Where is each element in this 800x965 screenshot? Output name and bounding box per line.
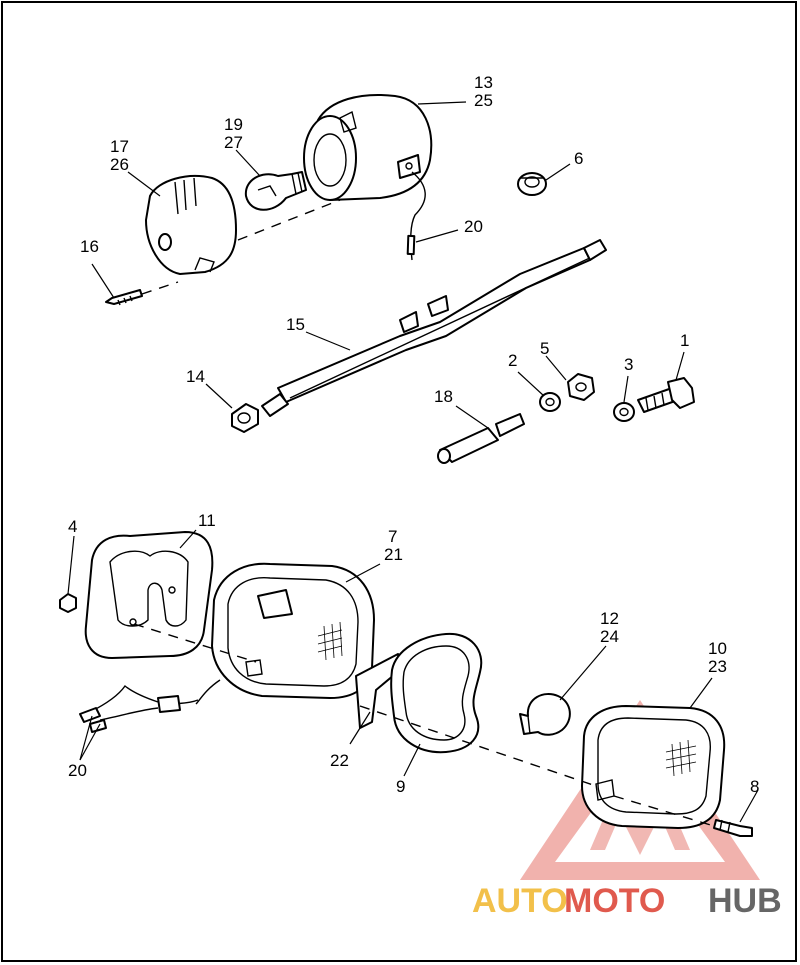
callout-19: 19 xyxy=(224,115,243,134)
wire-harness-20-lower xyxy=(79,679,221,733)
lamp-bracket-17 xyxy=(145,175,237,275)
alignment-line-upper-2 xyxy=(237,199,341,241)
callout-1: 1 xyxy=(680,331,689,350)
taillight-housing-7 xyxy=(211,562,375,699)
callout-27: 27 xyxy=(224,133,243,152)
callout-26: 26 xyxy=(110,155,129,174)
callout-3: 3 xyxy=(624,355,633,374)
alignment-line-lower-1 xyxy=(133,623,257,663)
callout-2: 2 xyxy=(508,351,517,370)
callout-24: 24 xyxy=(600,627,619,646)
callout-numbers: 13 25 19 27 17 26 6 20 16 15 1 5 2 3 14 … xyxy=(68,73,759,796)
callout-6: 6 xyxy=(574,149,583,168)
callout-20-upper: 20 xyxy=(464,217,483,236)
callout-18: 18 xyxy=(434,387,453,406)
callout-21: 21 xyxy=(384,545,403,564)
callout-8: 8 xyxy=(750,777,759,796)
watermark-moto: MOTO xyxy=(564,882,665,920)
alignment-line-upper-1 xyxy=(141,281,179,295)
callout-25: 25 xyxy=(474,91,493,110)
washer-2 xyxy=(539,392,561,412)
callout-12: 12 xyxy=(600,609,619,628)
callout-17: 17 xyxy=(110,137,129,156)
bulb-12 xyxy=(519,693,571,736)
callout-7: 7 xyxy=(388,527,397,546)
callout-9: 9 xyxy=(396,777,405,796)
callout-16: 16 xyxy=(80,237,99,256)
mounting-rod-15 xyxy=(261,239,607,417)
nut-14 xyxy=(231,403,259,433)
watermark-hub: HUB xyxy=(708,882,782,920)
screw-8 xyxy=(713,819,753,837)
callout-4: 4 xyxy=(68,517,77,536)
bullet-housing-13 xyxy=(303,94,433,201)
callout-22: 22 xyxy=(330,751,349,770)
screw-16 xyxy=(105,289,143,306)
lens-gasket-9 xyxy=(390,632,483,754)
watermark-auto: AUTO xyxy=(472,882,568,920)
callout-15: 15 xyxy=(286,315,305,334)
callout-11: 11 xyxy=(198,511,216,530)
alignment-line-lower-2 xyxy=(359,705,597,787)
callout-20-lower: 20 xyxy=(68,761,87,780)
nut-5 xyxy=(567,373,595,401)
callout-leaders xyxy=(67,101,759,823)
mounting-plate-11 xyxy=(84,531,214,659)
callout-14: 14 xyxy=(186,367,205,386)
washer-3 xyxy=(613,402,635,422)
bulb-19 xyxy=(244,171,307,211)
bolt-1 xyxy=(637,377,695,413)
grommet-6 xyxy=(517,172,547,196)
wire-20-upper xyxy=(406,171,426,261)
callout-5: 5 xyxy=(540,339,549,358)
callout-23: 23 xyxy=(708,657,727,676)
callout-10: 10 xyxy=(708,639,727,658)
callout-13: 13 xyxy=(474,73,493,92)
lens-10 xyxy=(581,705,726,829)
stud-18 xyxy=(437,413,525,464)
watermark-text: AUTO MOTO HUB xyxy=(472,882,782,920)
nut-4 xyxy=(59,593,77,613)
